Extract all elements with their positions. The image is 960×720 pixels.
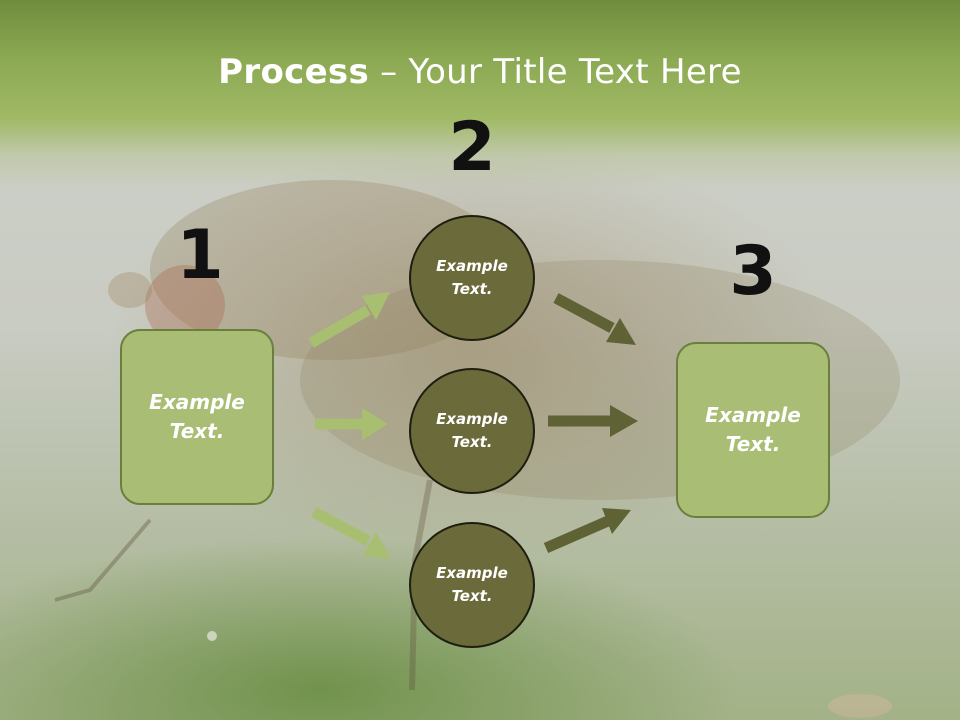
left-box-line2: Text.: [169, 419, 225, 443]
title-bold-text: Process: [218, 52, 370, 92]
step-number-2: 2: [448, 108, 496, 187]
circle-bottom: Example Text.: [409, 522, 535, 648]
step-number-3: 3: [729, 232, 777, 311]
right-text-box: Example Text.: [676, 342, 830, 518]
circle-top: Example Text.: [409, 215, 535, 341]
title-rest-text: – Your Title Text Here: [369, 52, 742, 92]
slide-title: Process – Your Title Text Here: [0, 52, 960, 92]
right-box-text: Example Text.: [705, 401, 801, 459]
header-band: [0, 0, 960, 190]
circle-bottom-line1: Example: [436, 564, 508, 582]
circle-middle-line2: Text.: [451, 433, 493, 451]
circle-bottom-text: Example Text.: [436, 562, 508, 608]
right-box-line2: Text.: [725, 432, 781, 456]
circle-top-line2: Text.: [451, 280, 493, 298]
circle-middle-line1: Example: [436, 410, 508, 428]
step-number-1: 1: [176, 216, 224, 295]
circle-top-text: Example Text.: [436, 255, 508, 301]
circle-top-line1: Example: [436, 257, 508, 275]
circle-middle: Example Text.: [409, 368, 535, 494]
left-box-text: Example Text.: [149, 388, 245, 446]
circle-middle-text: Example Text.: [436, 408, 508, 454]
left-text-box: Example Text.: [120, 329, 274, 505]
left-box-line1: Example: [149, 390, 245, 414]
circle-bottom-line2: Text.: [451, 587, 493, 605]
right-box-line1: Example: [705, 403, 801, 427]
